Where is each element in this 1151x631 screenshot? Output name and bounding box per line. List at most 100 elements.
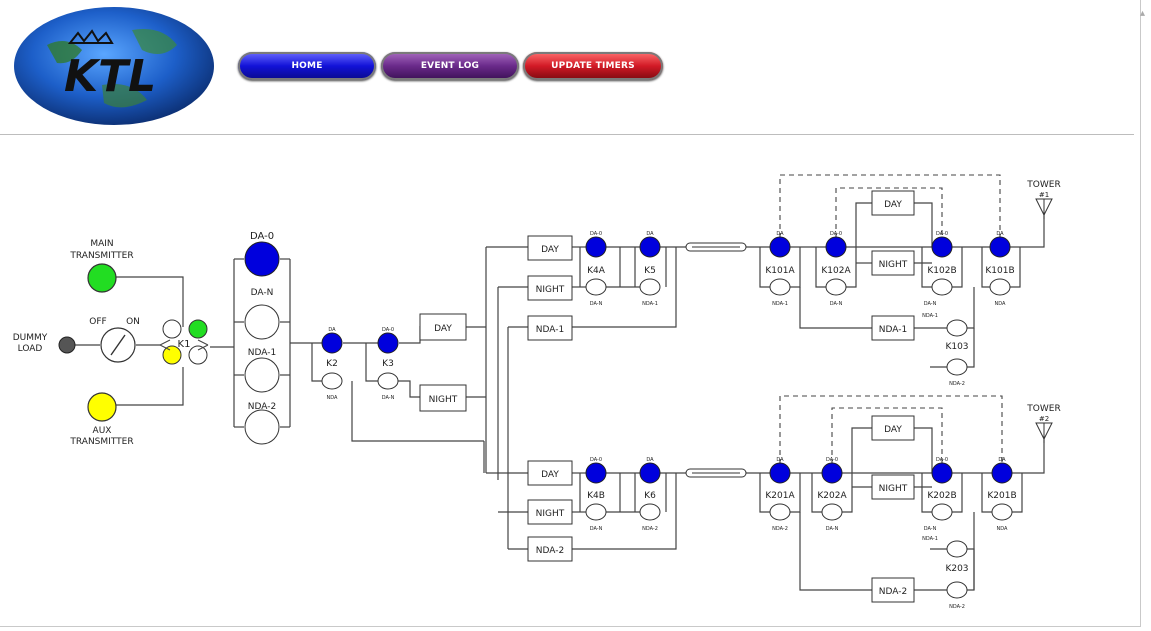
k2-bottom-lamp[interactable] — [321, 372, 343, 390]
k2-top-lamp[interactable] — [321, 332, 343, 354]
k5-top-label: DA — [646, 231, 654, 237]
k101b-top-lamp[interactable] — [989, 236, 1011, 258]
day-box-tower2-label: DAY — [884, 425, 902, 435]
mode-dan-lamp[interactable] — [244, 304, 280, 340]
k2-label: K2 — [326, 359, 338, 369]
mode-nda2-label: NDA-2 — [248, 402, 276, 412]
k1-relay[interactable] — [159, 319, 209, 365]
nda1-box-top-label: NDA-1 — [536, 325, 564, 335]
tower1-label-2: #1 — [1039, 191, 1049, 199]
k102b-bottom-lamp[interactable] — [931, 278, 953, 296]
mode-da0-label: DA-0 — [250, 231, 274, 242]
k6-bottom-label: NDA-2 — [642, 526, 658, 532]
nda2-box-tower2 — [871, 577, 915, 603]
k4b-top-label: DA-0 — [590, 457, 602, 463]
nda1-box-tower1 — [871, 315, 915, 341]
k5-bottom-label: NDA-1 — [642, 301, 658, 307]
k6-top-label: DA — [646, 457, 654, 463]
k3-bottom-label: DA-N — [382, 395, 395, 401]
k4a-top-lamp[interactable] — [585, 236, 607, 258]
night-box-main — [419, 384, 467, 412]
night-box-top — [527, 275, 573, 301]
main-transmitter-label-2: TRANSMITTER — [69, 251, 133, 261]
update-timers-button[interactable]: UPDATE TIMERS — [523, 52, 663, 80]
k102a-bottom-lamp[interactable] — [825, 278, 847, 296]
k3-top-lamp[interactable] — [377, 332, 399, 354]
k5-label: K5 — [644, 266, 656, 276]
k102a-bottom-label: DA-N — [830, 301, 843, 307]
event-log-button[interactable]: EVENT LOG — [381, 52, 519, 80]
k6-top-lamp[interactable] — [639, 462, 661, 484]
mode-nda1-lamp[interactable] — [244, 357, 280, 393]
aux-transmitter-lamp[interactable] — [87, 392, 117, 422]
k202b-bottom-label: DA-N — [924, 526, 937, 532]
day-box-main — [419, 313, 467, 341]
switch-lever-icon — [110, 334, 126, 356]
mode-da0-lamp[interactable] — [244, 241, 280, 277]
k1-label: K1 — [178, 339, 191, 350]
k202a-bottom-lamp[interactable] — [821, 503, 843, 521]
day-box-main-label: DAY — [434, 324, 452, 334]
k201a-bottom-lamp[interactable] — [769, 503, 791, 521]
k4b-bottom-lamp[interactable] — [585, 503, 607, 521]
k2-bottom-label: NDA — [327, 395, 339, 401]
k103-top-lamp[interactable] — [946, 319, 968, 337]
k6-label: K6 — [644, 491, 656, 501]
k102a-top-lamp[interactable] — [825, 236, 847, 258]
tower2-label-2: #2 — [1039, 415, 1049, 423]
day-box-bottom-label: DAY — [541, 470, 559, 480]
night-box-tower1 — [871, 250, 915, 276]
k5-top-lamp[interactable] — [639, 236, 661, 258]
k202a-top-label: DA-0 — [826, 457, 838, 463]
k102b-top-lamp[interactable] — [931, 236, 953, 258]
k201b-label: K201B — [987, 491, 1016, 501]
k201b-top-lamp[interactable] — [991, 462, 1013, 484]
k203-top-label: NDA-1 — [922, 536, 938, 542]
k4a-bottom-label: DA-N — [590, 301, 603, 307]
home-button[interactable]: HOME — [238, 52, 376, 80]
tower1-label-1: TOWER — [1026, 180, 1060, 190]
night-box-tower2-label: NIGHT — [879, 484, 908, 494]
k101a-bottom-lamp[interactable] — [769, 278, 791, 296]
continent-shape — [47, 41, 82, 64]
night-box-bottom — [527, 499, 573, 525]
k202b-top-lamp[interactable] — [931, 462, 953, 484]
dummy-load-label-1: DUMMY — [13, 333, 48, 343]
k5-bottom-lamp[interactable] — [639, 278, 661, 296]
dummy-load-label-2: LOAD — [18, 344, 43, 354]
mode-nda2-lamp[interactable] — [244, 409, 280, 445]
nda2-box-bottom-label: NDA-2 — [536, 546, 564, 556]
day-box-tower2 — [871, 415, 915, 441]
k203-bottom-lamp[interactable] — [946, 581, 968, 599]
k4b-label: K4B — [587, 491, 605, 501]
k201a-top-lamp[interactable] — [769, 462, 791, 484]
crown-icon — [67, 29, 114, 44]
k101b-bottom-lamp[interactable] — [989, 278, 1011, 296]
dummy-load-lamp[interactable] — [58, 336, 76, 354]
k101b-top-label: DA — [996, 231, 1004, 237]
k103-top-label: NDA-1 — [922, 313, 938, 319]
nda1-box-tower1-label: NDA-1 — [879, 325, 907, 335]
tower2-antenna-icon — [1035, 422, 1053, 443]
k6-bottom-lamp[interactable] — [639, 503, 661, 521]
scroll-arrow-icon[interactable]: ▴ — [1140, 8, 1146, 19]
main-transmitter-lamp[interactable] — [87, 263, 117, 293]
k203-bottom-label: NDA-2 — [949, 604, 965, 610]
k103-bottom-lamp[interactable] — [946, 358, 968, 376]
k201b-bottom-label: NDA — [997, 526, 1009, 532]
nda1-box-top — [527, 315, 573, 341]
k4b-top-lamp[interactable] — [585, 462, 607, 484]
k101a-top-lamp[interactable] — [769, 236, 791, 258]
mode-dan-label: DA-N — [251, 288, 274, 298]
k202a-top-lamp[interactable] — [821, 462, 843, 484]
k3-top-label: DA-0 — [382, 327, 394, 333]
continent-shape — [132, 29, 177, 54]
k4a-bottom-lamp[interactable] — [585, 278, 607, 296]
k203-top-lamp[interactable] — [946, 540, 968, 558]
k202b-label: K202B — [927, 491, 956, 501]
k202b-bottom-lamp[interactable] — [931, 503, 953, 521]
k201b-bottom-lamp[interactable] — [991, 503, 1013, 521]
k4b-bottom-label: DA-N — [590, 526, 603, 532]
k3-bottom-lamp[interactable] — [377, 372, 399, 390]
